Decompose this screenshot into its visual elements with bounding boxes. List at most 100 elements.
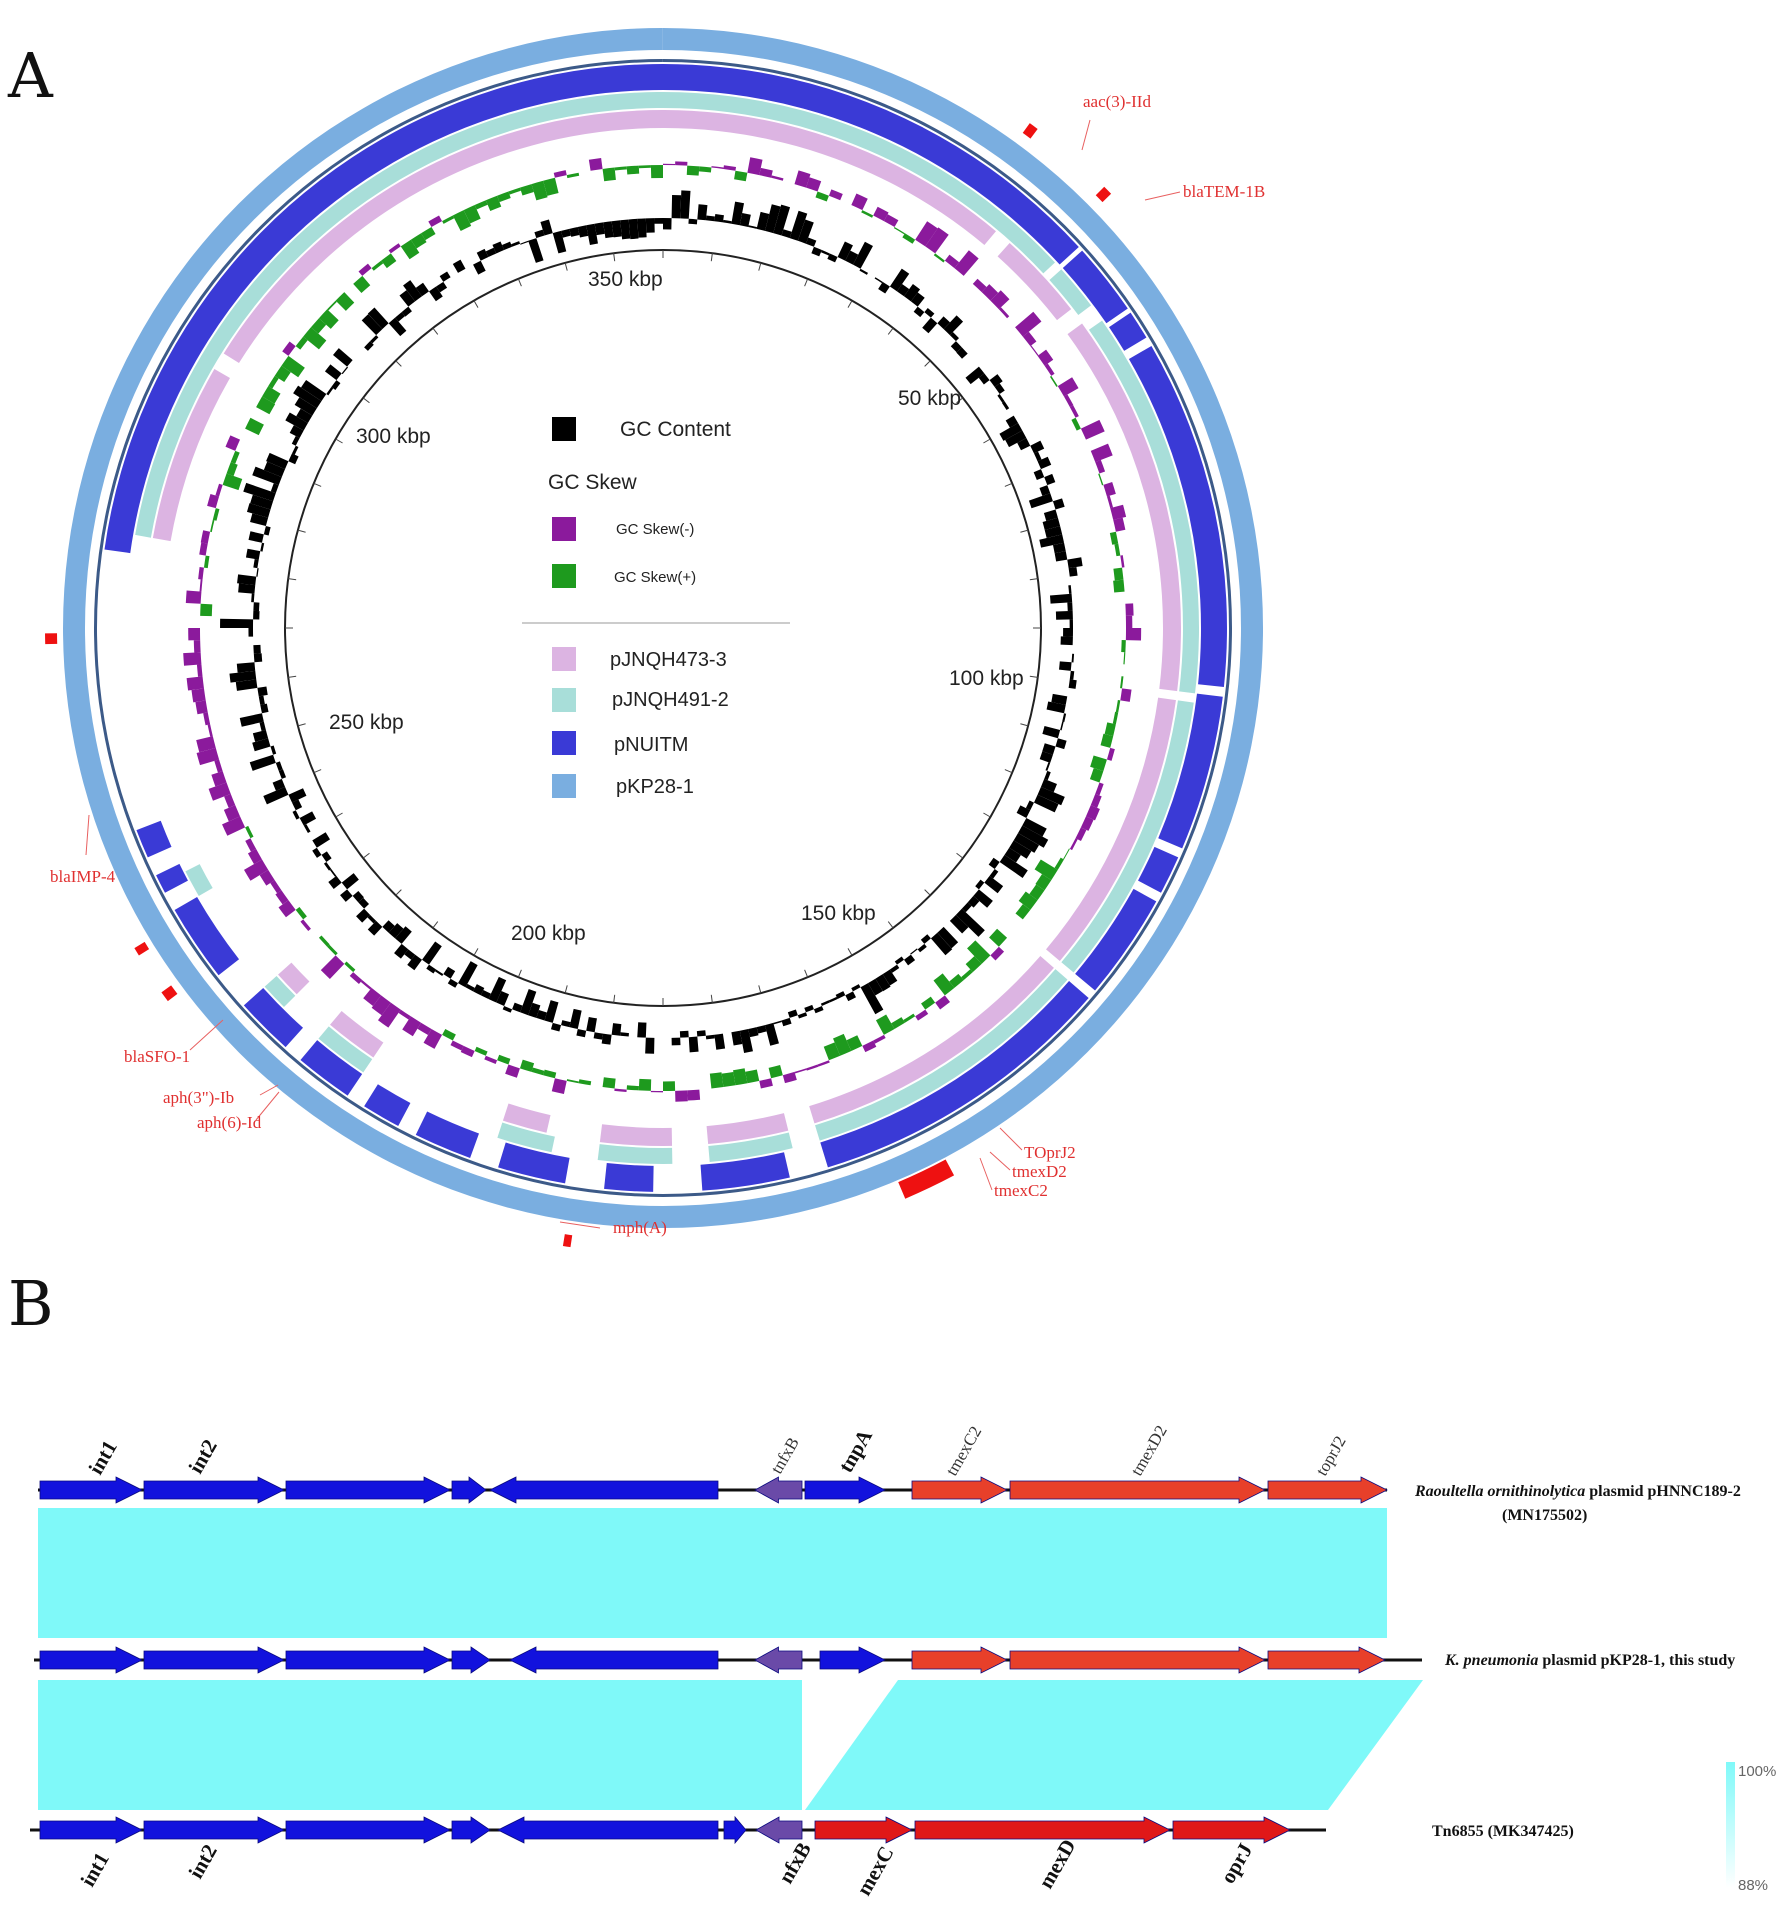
ring-segment-pnuitm [498, 1142, 570, 1184]
gene-name-int1-top: int1 [84, 1436, 122, 1478]
gc-content-bar [291, 435, 300, 446]
gc-skew-bar-pos [519, 1059, 535, 1072]
gc-content-bar [246, 503, 271, 518]
ring-segment-pnuitm [136, 820, 172, 858]
gc-content-bar [997, 394, 1005, 403]
gc-content-bar [429, 286, 443, 302]
gc-content-bar [388, 317, 407, 337]
gc-content-bar [253, 558, 259, 569]
gene-arrow-int1 [39, 1476, 143, 1504]
gc-content-bar [671, 194, 682, 219]
gc-skew-bar-neg [398, 1009, 411, 1020]
ring-segment-pnuitm [300, 1040, 363, 1096]
gc-skew-bar-neg [1080, 816, 1094, 831]
ring-segment-pnuitm [156, 863, 188, 893]
gene-label-mpha: mph(A) [613, 1218, 667, 1237]
gc-skew-bar-neg [211, 771, 227, 787]
gc-content-bar [852, 241, 873, 269]
gc-skew-bar-neg [1057, 377, 1079, 397]
gc-skew-bar-pos [734, 170, 748, 182]
kbp-ticks [285, 250, 1041, 1006]
gc-skew-bar-neg [551, 1078, 567, 1095]
track1-species: Raoultella ornithinolytica [1414, 1483, 1585, 1500]
gc-content-bar [878, 281, 890, 294]
gc-content-bar [1054, 551, 1068, 562]
gc-content-bar [882, 969, 898, 986]
gene-label-toprj2: TOprJ2 [1024, 1143, 1076, 1162]
gc-skew-bar-neg [990, 946, 1005, 961]
gene-name-nfxb-bottom: nfxB [774, 1838, 816, 1887]
gc-content-bar [407, 954, 423, 971]
gc-content-bar [534, 229, 545, 239]
gc-content-bar [875, 974, 891, 992]
gc-skew-bar-pos [1100, 733, 1114, 748]
gc-content-bar [328, 875, 342, 889]
gc-content-bar [645, 218, 655, 233]
legend-swatch-ring2 [552, 688, 576, 712]
gene-arrow-mexd [914, 1816, 1171, 1844]
ring-segment-pjnqh491-2 [497, 1122, 555, 1153]
gc-content-bar [395, 312, 405, 322]
panel-label-b: B [8, 1267, 54, 1340]
track2-species: K. pneumonia [1444, 1652, 1538, 1669]
gc-skew-bar-pos [519, 184, 534, 196]
gc-content-bar [528, 238, 544, 263]
gc-content-bar [245, 548, 261, 560]
gene-labels [85, 119, 1181, 1229]
gc-content-bar [434, 969, 444, 976]
gc-content-bar [837, 241, 853, 261]
ring-segment-pjnqh473-3 [223, 110, 996, 364]
gc-skew-bar-neg [208, 782, 231, 801]
legend-swatch-ring1 [552, 647, 576, 671]
gc-content-bar [910, 948, 918, 955]
gc-skew-bar-neg [1030, 345, 1039, 356]
homology-link-1-2 [38, 1508, 1387, 1638]
gene-arrow-int1 [39, 1816, 143, 1844]
kbp-label: 50 kbp [898, 387, 961, 410]
gc-skew-bar-neg [270, 880, 282, 894]
ring-segment-pjnqh491-2 [264, 975, 296, 1008]
gc-content-bar [1013, 833, 1040, 853]
gc-content-bar [773, 204, 791, 236]
gc-content-bar [586, 1016, 597, 1033]
gc-content-bar [586, 223, 598, 245]
gc-skew-bar-neg [954, 250, 979, 276]
gc-content-bar [436, 281, 448, 293]
track1-label: Raoultella ornithinolytica plasmid pHNNC… [1414, 1483, 1741, 1500]
gene-name-toprj2-top: toprJ2 [1312, 1433, 1350, 1479]
gc-content-bar [688, 218, 698, 225]
gc-content-bar [696, 1030, 706, 1037]
gc-skew-bar-pos [709, 1072, 724, 1089]
gc-content-bar [299, 811, 317, 826]
ring-segment-pjnqh491-2 [815, 969, 1068, 1141]
gc-content-bar [361, 314, 383, 336]
gc-content-bar [1069, 619, 1073, 628]
gc-skew-bar-neg [505, 1064, 520, 1078]
kbp-tick [924, 360, 931, 367]
kbp-label: 100 kbp [949, 667, 1024, 690]
gc-content-bar [502, 1005, 513, 1013]
kbp-tick [432, 921, 439, 929]
gc-skew-bar-pos [400, 239, 420, 260]
resistance-gene-marks [45, 123, 1112, 1248]
gc-content-bar [248, 531, 264, 543]
homology-link-2-3-right [805, 1680, 1423, 1810]
kbp-tick [517, 278, 522, 287]
gc-skew-bar-pos [989, 928, 1008, 947]
gc-skew-bar-pos [335, 292, 355, 311]
gc-content-bar [988, 857, 1000, 869]
gc-skew-bar-neg [1015, 311, 1042, 337]
gc-content-bar [253, 653, 263, 663]
gc-content-bar [288, 788, 307, 803]
gene-arrow [285, 1816, 451, 1844]
gc-skew-bar-neg [259, 869, 275, 886]
legend-ring1: pJNQH473-3 [610, 649, 727, 671]
gc-content-bar [292, 445, 299, 455]
gc-content-bar [820, 250, 830, 256]
track1-genes [39, 1476, 1388, 1504]
ring-segment-pjnqh491-2 [318, 1026, 373, 1073]
ring-segment-pnuitm [1138, 846, 1179, 893]
gc-skew-bar-pos [626, 1085, 639, 1091]
gc-content-bar [680, 190, 691, 219]
gc-content-bar [296, 408, 313, 423]
